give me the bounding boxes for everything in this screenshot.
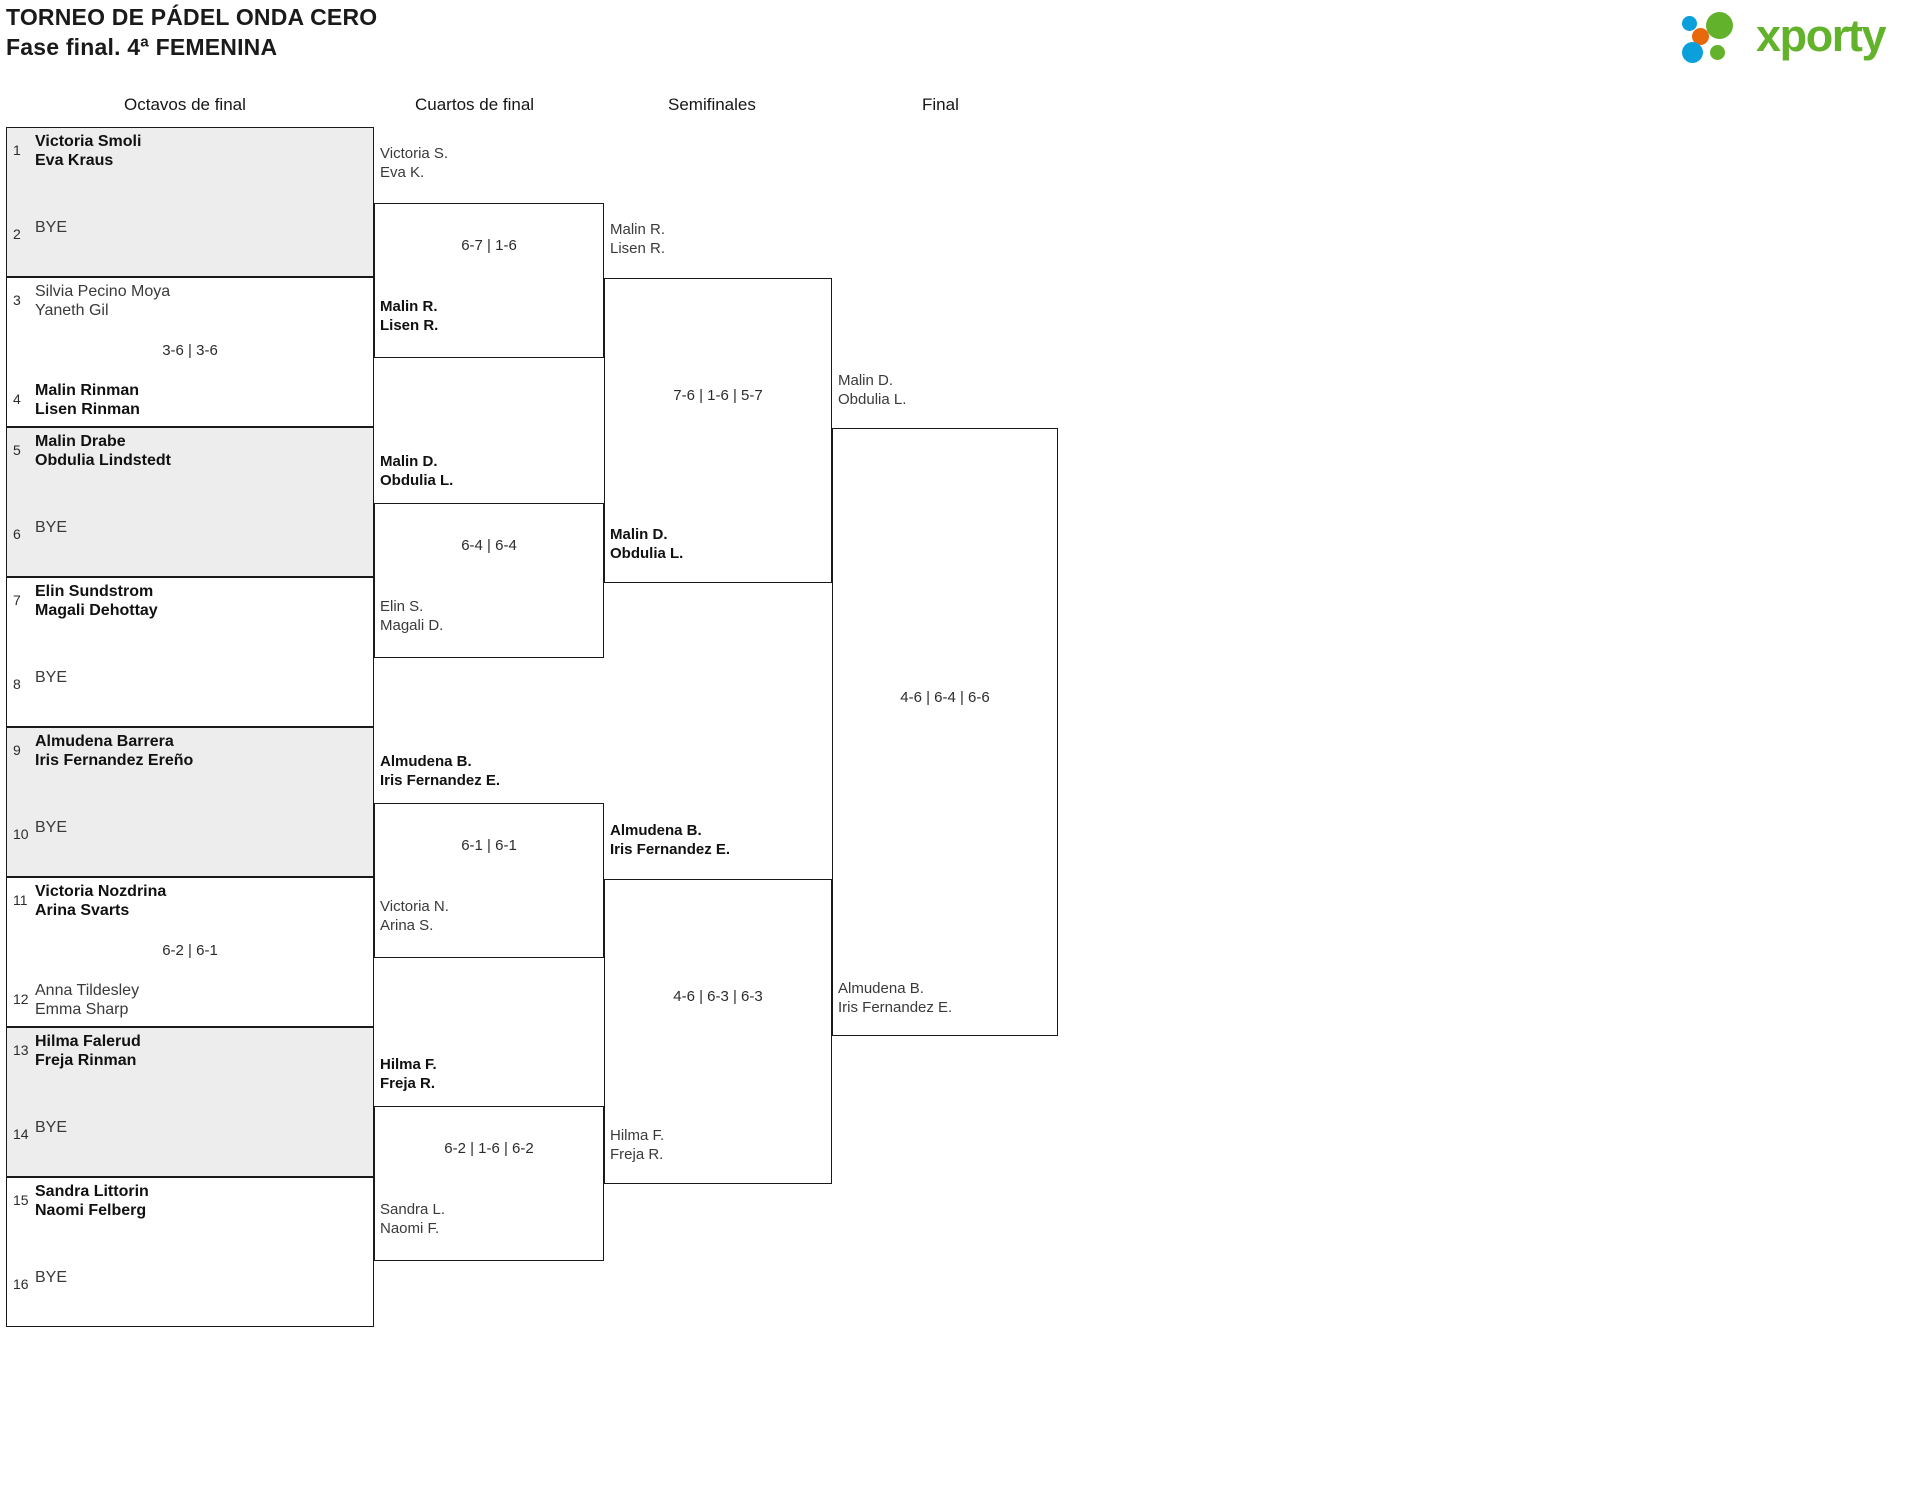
seed-number: 5 xyxy=(13,442,21,458)
match-score: 6-7 | 1-6 xyxy=(461,237,517,254)
match-box[interactable]: 6-7 | 1-6 xyxy=(374,203,604,358)
match-box[interactable]: 4-6 | 6-4 | 6-6 xyxy=(832,428,1058,1036)
team-names: Elin S. Magali D. xyxy=(380,598,444,634)
seed-number: 12 xyxy=(13,991,29,1007)
team-names: Elin Sundstrom Magali Dehottay xyxy=(35,583,158,619)
match-score: 3-6 | 3-6 xyxy=(162,342,218,359)
team-names: Malin R. Lisen R. xyxy=(380,298,439,334)
match-box[interactable]: 7 Elin Sundstrom Magali Dehottay 8 BYE xyxy=(6,577,374,727)
team-names: Victoria Smoli Eva Kraus xyxy=(35,133,142,169)
team-names: Sandra Littorin Naomi Felberg xyxy=(35,1183,149,1219)
team-names: Silvia Pecino Moya Yaneth Gil xyxy=(35,283,171,319)
match-box[interactable]: 4-6 | 6-3 | 6-3 xyxy=(604,879,832,1184)
team-names: BYE xyxy=(35,219,68,236)
match-box[interactable]: 1 Victoria Smoli Eva Kraus 2 BYE xyxy=(6,127,374,277)
seed-number: 16 xyxy=(13,1276,29,1292)
seed-number: 6 xyxy=(13,526,21,542)
match-score: 4-6 | 6-3 | 6-3 xyxy=(673,988,763,1005)
team-names: BYE xyxy=(35,819,68,836)
tournament-subtitle: Fase final. 4ª FEMENINA xyxy=(6,34,278,60)
team-names: Almudena B. Iris Fernandez E. xyxy=(838,980,953,1016)
team-names: BYE xyxy=(35,1119,68,1136)
page-header: TORNEO DE PÁDEL ONDA CERO Fase final. 4ª… xyxy=(0,0,1920,72)
match-box[interactable]: 6-1 | 6-1 xyxy=(374,803,604,958)
seed-number: 11 xyxy=(13,892,28,908)
logo-dots-icon xyxy=(1682,12,1756,64)
match-score: 6-2 | 1-6 | 6-2 xyxy=(444,1140,534,1157)
seed-number: 3 xyxy=(13,292,21,308)
team-names: Hilma F. Freja R. xyxy=(380,1056,437,1092)
seed-number: 8 xyxy=(13,676,21,692)
match-box[interactable]: 15 Sandra Littorin Naomi Felberg 16 BYE xyxy=(6,1177,374,1327)
team-names: Malin R. Lisen R. xyxy=(610,221,666,257)
tournament-title: TORNEO DE PÁDEL ONDA CERO xyxy=(6,4,378,30)
title-block: TORNEO DE PÁDEL ONDA CERO Fase final. 4ª… xyxy=(6,2,377,62)
team-names: BYE xyxy=(35,519,68,536)
seed-number: 4 xyxy=(13,391,21,407)
seed-number: 2 xyxy=(13,226,21,242)
match-box[interactable]: 11 Victoria Nozdrina Arina Svarts 6-2 | … xyxy=(6,877,374,1027)
team-names: BYE xyxy=(35,669,68,686)
team-names: Malin Drabe Obdulia Lindstedt xyxy=(35,433,171,469)
match-score: 4-6 | 6-4 | 6-6 xyxy=(900,689,990,706)
match-box[interactable]: 9 Almudena Barrera Iris Fernandez Ereño … xyxy=(6,727,374,877)
team-names: Victoria S. Eva K. xyxy=(380,145,449,181)
seed-number: 15 xyxy=(13,1192,29,1208)
logo-wordmark: xporty xyxy=(1756,10,1887,61)
team-names: Hilma F. Freja R. xyxy=(610,1127,665,1163)
team-names: Almudena B. Iris Fernandez E. xyxy=(610,822,731,858)
seed-number: 9 xyxy=(13,742,21,758)
match-box[interactable]: 6-2 | 1-6 | 6-2 xyxy=(374,1106,604,1261)
seed-number: 13 xyxy=(13,1042,29,1058)
xporty-logo[interactable]: xporty xyxy=(1682,8,1902,64)
match-score: 6-2 | 6-1 xyxy=(162,942,218,959)
team-names: Almudena B. Iris Fernandez E. xyxy=(380,753,501,789)
round-header-cuartos: Cuartos de final xyxy=(415,95,535,114)
seed-number: 1 xyxy=(13,142,21,158)
match-box[interactable]: 7-6 | 1-6 | 5-7 xyxy=(604,278,832,583)
team-names: Malin D. Obdulia L. xyxy=(838,372,907,408)
match-box[interactable]: 13 Hilma Falerud Freja Rinman 14 BYE xyxy=(6,1027,374,1177)
team-names: Almudena Barrera Iris Fernandez Ereño xyxy=(35,733,194,769)
team-names: Malin Rinman Lisen Rinman xyxy=(35,382,140,418)
round-header-final: Final xyxy=(922,95,959,114)
team-names: Victoria N. Arina S. xyxy=(380,898,449,934)
match-box[interactable]: 3 Silvia Pecino Moya Yaneth Gil 3-6 | 3-… xyxy=(6,277,374,427)
team-names: Victoria Nozdrina Arina Svarts xyxy=(35,883,167,919)
round-header-octavos: Octavos de final xyxy=(124,95,246,114)
seed-number: 14 xyxy=(13,1126,29,1142)
team-names: Anna Tildesley Emma Sharp xyxy=(35,982,140,1018)
team-names: Malin D. Obdulia L. xyxy=(380,453,454,489)
seed-number: 10 xyxy=(13,826,29,842)
round-header-semifinales: Semifinales xyxy=(668,95,756,114)
seed-number: 7 xyxy=(13,592,21,608)
team-names: Malin D. Obdulia L. xyxy=(610,526,684,562)
match-score: 6-1 | 6-1 xyxy=(461,837,517,854)
team-names: BYE xyxy=(35,1269,68,1286)
team-names: Sandra L. Naomi F. xyxy=(380,1201,446,1237)
team-names: Hilma Falerud Freja Rinman xyxy=(35,1033,141,1069)
match-score: 6-4 | 6-4 xyxy=(461,537,517,554)
match-box[interactable]: 6-4 | 6-4 xyxy=(374,503,604,658)
match-box[interactable]: 5 Malin Drabe Obdulia Lindstedt 6 BYE xyxy=(6,427,374,577)
match-score: 7-6 | 1-6 | 5-7 xyxy=(673,387,763,404)
